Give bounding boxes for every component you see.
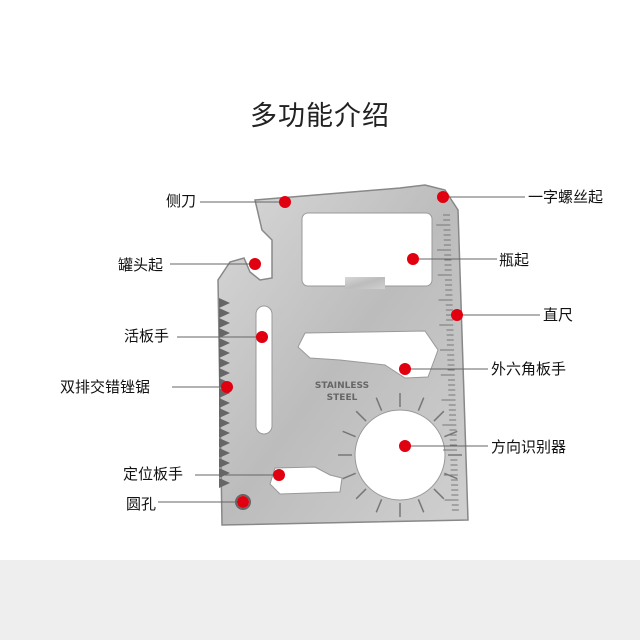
compass-spikes <box>338 393 462 517</box>
engraving-line-2: STEEL <box>327 393 358 403</box>
marker-dot <box>399 440 411 452</box>
marker-dot <box>237 496 249 508</box>
saw-tooth <box>219 418 230 428</box>
marker-dot <box>399 363 411 375</box>
saw-tooth <box>219 388 230 398</box>
label-bottle-opener: 瓶起 <box>499 251 530 269</box>
saw-tooth <box>219 308 230 318</box>
marker-dot <box>407 253 419 265</box>
saw-tooth <box>219 398 230 408</box>
direction-finder-circle <box>354 409 446 501</box>
compass-spike <box>444 430 458 438</box>
compass-spike <box>342 472 356 480</box>
saw-tooth <box>219 438 230 448</box>
label-double-saw: 双排交错锉锯 <box>60 378 151 396</box>
saw-tooth <box>219 458 230 468</box>
saw-tooth <box>219 408 230 418</box>
positioning-wrench-cutout <box>269 466 343 495</box>
saw-tooth <box>219 448 230 458</box>
label-adjustable-wrench: 活板手 <box>124 327 170 345</box>
label-round-hole: 圆孔 <box>126 495 157 513</box>
compass-spike <box>375 397 383 411</box>
marker-dot <box>221 381 233 393</box>
bottom-band <box>0 560 640 640</box>
ruler-ticks <box>436 214 459 511</box>
saw-tooth <box>219 428 230 438</box>
label-flat-screwdriver: 一字螺丝起 <box>528 188 604 206</box>
compass-spike <box>355 410 367 422</box>
compass-spike <box>433 488 445 500</box>
saw-teeth <box>219 298 230 488</box>
compass-spike <box>444 472 458 480</box>
saw-tooth <box>219 318 230 328</box>
saw-tooth <box>219 478 230 488</box>
label-direction-finder: 方向识别器 <box>491 438 567 456</box>
saw-tooth <box>219 328 230 338</box>
marker-dot <box>279 196 291 208</box>
label-positioning-wrench: 定位板手 <box>123 465 184 483</box>
marker-dot <box>256 331 268 343</box>
label-can-opener: 罐头起 <box>118 256 164 274</box>
marker-dot <box>249 258 261 270</box>
label-ruler: 直尺 <box>543 306 574 324</box>
compass-spike <box>417 397 425 411</box>
compass-spike <box>355 488 367 500</box>
label-hex-wrench: 外六角板手 <box>491 360 567 378</box>
marker-dot <box>451 309 463 321</box>
page-title: 多功能介绍 <box>250 101 390 132</box>
engraving-line-1: STAINLESS <box>315 381 369 391</box>
bottle-opener-cutout <box>301 212 433 287</box>
saw-tooth <box>219 338 230 348</box>
saw-tooth <box>219 358 230 368</box>
label-side-knife: 侧刀 <box>166 192 197 210</box>
compass-spike <box>342 430 356 438</box>
saw-tooth <box>219 368 230 378</box>
compass-spike <box>433 410 445 422</box>
marker-dot <box>273 469 285 481</box>
saw-tooth <box>219 298 230 308</box>
saw-tooth <box>219 348 230 358</box>
marker-dot <box>437 191 449 203</box>
adjustable-wrench-slot <box>255 305 273 435</box>
compass-spike <box>375 499 383 513</box>
compass-spike <box>417 499 425 513</box>
